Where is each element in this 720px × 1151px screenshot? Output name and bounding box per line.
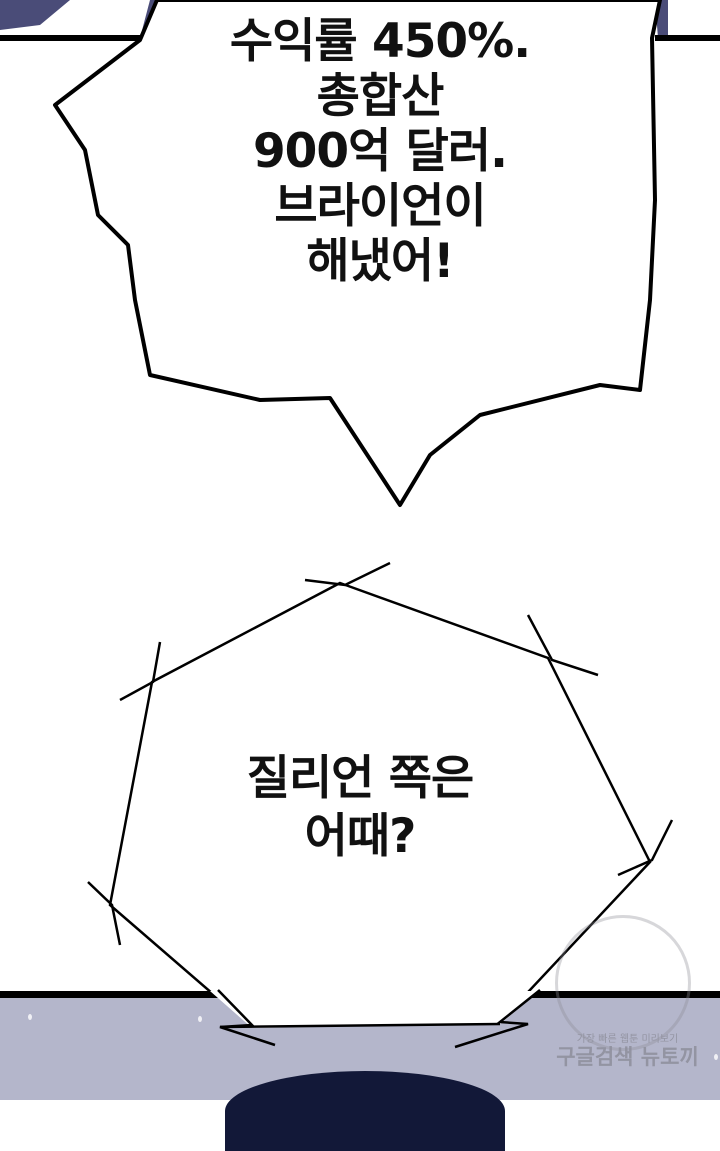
- character-head-silhouette: [225, 1071, 505, 1151]
- speech-line: 브라이언이: [274, 179, 486, 234]
- speech-text-2: 질리언 쪽은 어때?: [160, 750, 560, 866]
- speech-line: 어때?: [304, 809, 417, 864]
- speech-line: 질리언 쪽은: [246, 751, 475, 806]
- watermark-tagline: 가장 빠른 웹툰 미리보기: [576, 1034, 679, 1045]
- speech-line: 해냈어!: [306, 234, 454, 289]
- watermark-logo-icon: [555, 915, 691, 1051]
- speech-text-1: 수익률 450%. 총합산 900억 달러. 브라이언이 해냈어!: [150, 14, 610, 289]
- watermark-brand: 구글검색 뉴토끼: [556, 1045, 699, 1069]
- top-left-art: [0, 0, 70, 30]
- watermark: 가장 빠른 웹툰 미리보기 구글검색 뉴토끼: [540, 1030, 715, 1069]
- speech-line: 수익률 450%.: [229, 14, 531, 69]
- bubble-2-tail-overlay: [210, 989, 541, 1049]
- speech-line: 900억 달러.: [252, 124, 508, 179]
- speech-line: 총합산: [316, 69, 445, 124]
- speech-bubble-1-outline: [53, 0, 662, 507]
